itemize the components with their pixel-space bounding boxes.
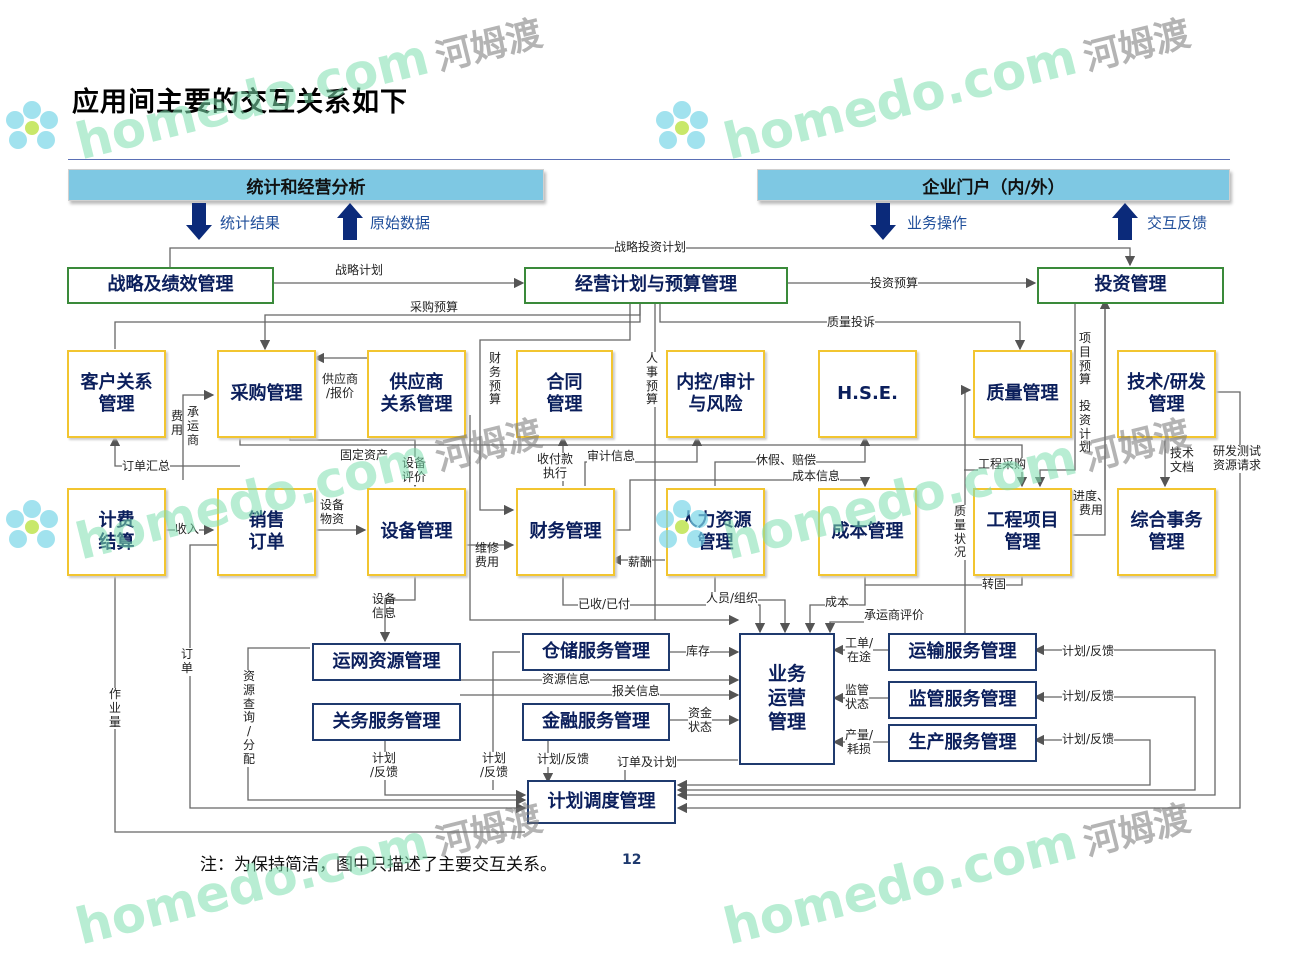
footnote: 注：为保持简洁，图中只描述了主要交互关系。 bbox=[200, 855, 557, 875]
label-quality-status: 质 量 状 况 bbox=[953, 504, 967, 561]
label-purchase-budget: 采购预算 bbox=[410, 300, 459, 314]
label-interact-feedback: 交互反馈 bbox=[1147, 214, 1208, 232]
title-divider bbox=[68, 159, 1230, 160]
label-fixed-assets: 固定资产 bbox=[340, 448, 389, 463]
label-raw-data: 原始数据 bbox=[370, 214, 431, 232]
band-enterprise-portal: 企业门户（内/外） bbox=[757, 169, 1230, 201]
box-equipment[interactable]: 设备管理 bbox=[367, 488, 466, 576]
label-invest-plan: 投 资 计 划 bbox=[1078, 399, 1092, 456]
watermark-flower-icon bbox=[6, 101, 58, 149]
box-cost[interactable]: 成本管理 bbox=[818, 488, 917, 576]
label-leave-comp: 休假、赔偿 bbox=[756, 453, 817, 468]
label-income: 收入 bbox=[175, 522, 200, 537]
label-payment-exec: 收付款 执行 bbox=[537, 452, 574, 481]
box-network-resource[interactable]: 运网资源管理 bbox=[312, 643, 461, 681]
page-number: 12 bbox=[622, 852, 642, 868]
label-strategy-plan: 战略计划 bbox=[335, 263, 384, 277]
label-invest-budget: 投资预算 bbox=[870, 276, 919, 291]
label-biz-op: 业务操作 bbox=[907, 214, 968, 232]
label-fee: 费 用 bbox=[170, 409, 183, 437]
label-plan-feedback-finance: 计划/反馈 bbox=[537, 752, 590, 767]
label-staff-org: 人员/组织 bbox=[706, 591, 759, 606]
box-crm[interactable]: 客户关系 管理 bbox=[67, 350, 166, 438]
label-order-summary: 订单汇总 bbox=[122, 459, 171, 474]
label-plan-feedback-warehouse: 计划 /反馈 bbox=[480, 751, 509, 780]
label-carrier: 承 运 商 bbox=[186, 405, 199, 447]
label-progress-fee: 进度、 费用 bbox=[1073, 489, 1110, 517]
label-output-loss: 产量/ 耗损 bbox=[845, 728, 874, 757]
label-workload: 作 业 量 bbox=[108, 687, 122, 730]
label-handover: 转固 bbox=[982, 577, 1007, 592]
box-supplier[interactable]: 供应商 关系管理 bbox=[367, 350, 466, 438]
box-finance-service[interactable]: 金融服务管理 bbox=[522, 703, 670, 741]
box-customs[interactable]: 关务服务管理 bbox=[312, 703, 461, 741]
box-tech-rnd[interactable]: 技术/研发 管理 bbox=[1117, 350, 1216, 438]
box-transport[interactable]: 运输服务管理 bbox=[888, 633, 1037, 671]
box-strategy[interactable]: 战略及绩效管理 bbox=[67, 267, 274, 304]
box-hse[interactable]: H.S.E. bbox=[818, 350, 917, 438]
box-operations[interactable]: 业务 运营 管理 bbox=[739, 633, 835, 765]
label-resource-info: 资源信息 bbox=[542, 672, 591, 687]
page-title: 应用间主要的交互关系如下 bbox=[72, 87, 408, 118]
label-maintenance-fee: 维修 费用 bbox=[475, 541, 500, 569]
label-tech-docs: 技术 文档 bbox=[1170, 446, 1195, 475]
box-billing[interactable]: 计费 结算 bbox=[67, 488, 166, 576]
label-received-paid: 已收/已付 bbox=[578, 597, 631, 612]
label-plan-feedback-customs: 计划 /反馈 bbox=[370, 751, 399, 780]
label-eng-purchase: 工程采购 bbox=[978, 457, 1027, 472]
box-purchase[interactable]: 采购管理 bbox=[217, 350, 316, 438]
watermark-flower-icon bbox=[656, 101, 708, 149]
label-equip-eval: 设备 评价 bbox=[402, 456, 427, 485]
box-investment[interactable]: 投资管理 bbox=[1037, 267, 1224, 304]
label-fund-status: 资金 状态 bbox=[688, 706, 713, 735]
label-quality-complaint: 质量投诉 bbox=[827, 315, 876, 330]
box-plan-budget[interactable]: 经营计划与预算管理 bbox=[524, 267, 788, 304]
label-order-plan: 订单及计划 bbox=[617, 755, 678, 770]
label-finance-budget: 财 务 预 算 bbox=[488, 351, 501, 407]
label-carrier-eval: 承运商评价 bbox=[864, 608, 925, 623]
label-salary: 薪酬 bbox=[628, 555, 653, 570]
box-warehouse[interactable]: 仓储服务管理 bbox=[522, 633, 670, 671]
label-cost-info: 成本信息 bbox=[792, 469, 841, 484]
label-plan-feedback-production: 计划/反馈 bbox=[1062, 732, 1115, 747]
watermark-flower-icon bbox=[656, 500, 708, 548]
box-production[interactable]: 生产服务管理 bbox=[888, 724, 1037, 762]
box-general-affairs[interactable]: 综合事务 管理 bbox=[1117, 488, 1216, 576]
box-sales-order[interactable]: 销售 订单 bbox=[217, 488, 316, 576]
box-scheduling[interactable]: 计划调度管理 bbox=[527, 780, 676, 824]
label-work-order: 工单/ 在途 bbox=[845, 636, 874, 665]
label-resource-query: 资 源 查 询 / 分 配 bbox=[242, 669, 256, 767]
box-supervision[interactable]: 监管服务管理 bbox=[888, 681, 1037, 719]
label-inventory: 库存 bbox=[686, 644, 711, 659]
label-strategy-invest-plan: 战略投资计划 bbox=[614, 240, 687, 255]
label-plan-feedback-supervision: 计划/反馈 bbox=[1062, 689, 1115, 704]
watermark-flower-icon bbox=[6, 500, 58, 548]
label-supervise-status: 监管 状态 bbox=[845, 683, 870, 712]
label-order: 订 单 bbox=[180, 647, 194, 676]
label-cost: 成本 bbox=[825, 595, 850, 610]
label-audit-info: 审计信息 bbox=[587, 449, 636, 464]
box-finance[interactable]: 财务管理 bbox=[516, 488, 615, 576]
box-quality[interactable]: 质量管理 bbox=[973, 350, 1072, 438]
label-plan-feedback-transport: 计划/反馈 bbox=[1062, 644, 1115, 659]
label-equip-info: 设备 信息 bbox=[372, 592, 397, 620]
label-customs-info: 报关信息 bbox=[612, 684, 661, 699]
box-internal-control[interactable]: 内控/审计 与风险 bbox=[666, 350, 765, 438]
label-equip-material: 设备 物资 bbox=[320, 498, 345, 526]
box-contract[interactable]: 合同 管理 bbox=[516, 350, 613, 438]
label-supplier-quote: 供应商 /报价 bbox=[322, 372, 359, 400]
label-project-budget: 项 目 预 算 bbox=[1078, 331, 1092, 388]
band-statistics-analysis: 统计和经营分析 bbox=[68, 169, 544, 201]
label-hr-budget: 人 事 预 算 bbox=[645, 351, 659, 408]
label-stat-result: 统计结果 bbox=[220, 214, 281, 232]
box-engineering[interactable]: 工程项目 管理 bbox=[973, 488, 1072, 576]
label-rnd-resource: 研发测试 资源请求 bbox=[1213, 444, 1262, 473]
